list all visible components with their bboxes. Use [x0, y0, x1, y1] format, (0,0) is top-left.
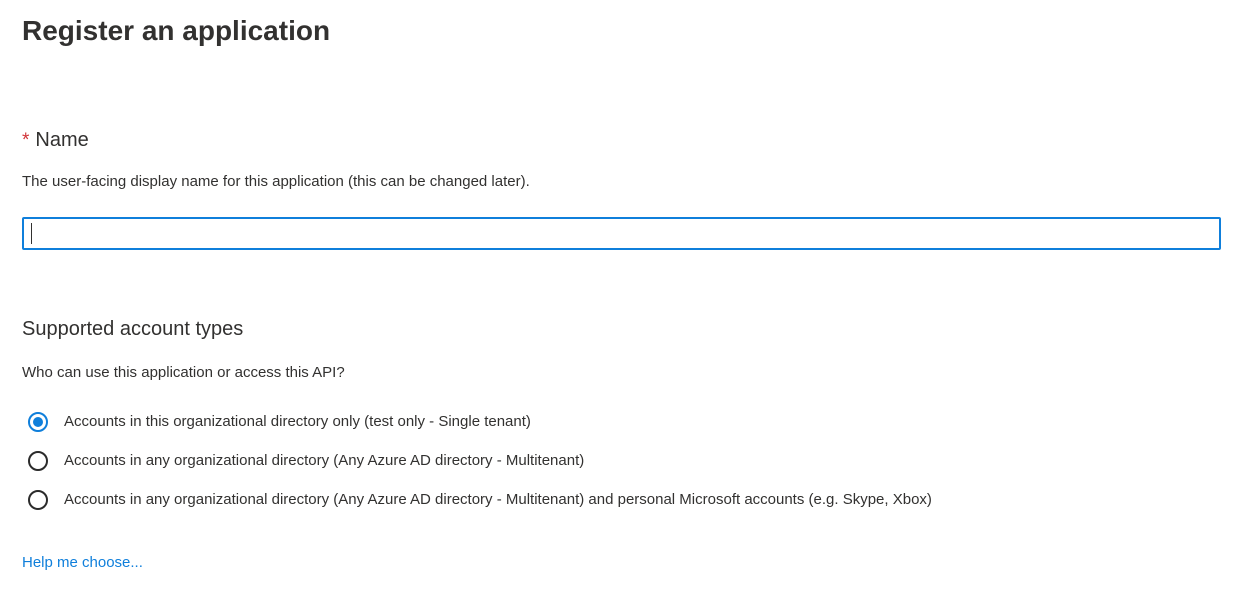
radio-option-multitenant[interactable]: Accounts in any organizational directory… — [22, 441, 1236, 480]
radio-option-multitenant-personal[interactable]: Accounts in any organizational directory… — [22, 480, 1236, 519]
supported-account-types-question: Who can use this application or access t… — [22, 364, 345, 381]
account-type-radio-group: Accounts in this organizational director… — [22, 402, 1236, 519]
name-field-label-row: *Name — [22, 128, 1236, 153]
help-me-choose-link[interactable]: Help me choose... — [22, 554, 143, 571]
radio-option-single-tenant[interactable]: Accounts in this organizational director… — [22, 402, 1236, 441]
name-input[interactable] — [22, 217, 1221, 250]
radio-button-single-tenant[interactable] — [28, 411, 48, 432]
required-asterisk: * — [22, 130, 30, 151]
radio-button-multitenant[interactable] — [28, 450, 48, 471]
radio-label-multitenant-personal[interactable]: Accounts in any organizational directory… — [64, 490, 932, 508]
name-field-helper-text: The user-facing display name for this ap… — [22, 173, 530, 190]
page-title: Register an application — [22, 15, 331, 46]
register-application-page: Register an application *Name The user-f… — [0, 0, 1258, 573]
radio-label-multitenant[interactable]: Accounts in any organizational directory… — [64, 451, 585, 469]
radio-button-multitenant-personal[interactable] — [28, 489, 48, 510]
radio-label-single-tenant[interactable]: Accounts in this organizational director… — [64, 412, 531, 430]
name-field-label: Name — [35, 129, 89, 151]
name-input-wrap — [22, 217, 1221, 250]
supported-account-types-heading: Supported account types — [22, 318, 244, 340]
